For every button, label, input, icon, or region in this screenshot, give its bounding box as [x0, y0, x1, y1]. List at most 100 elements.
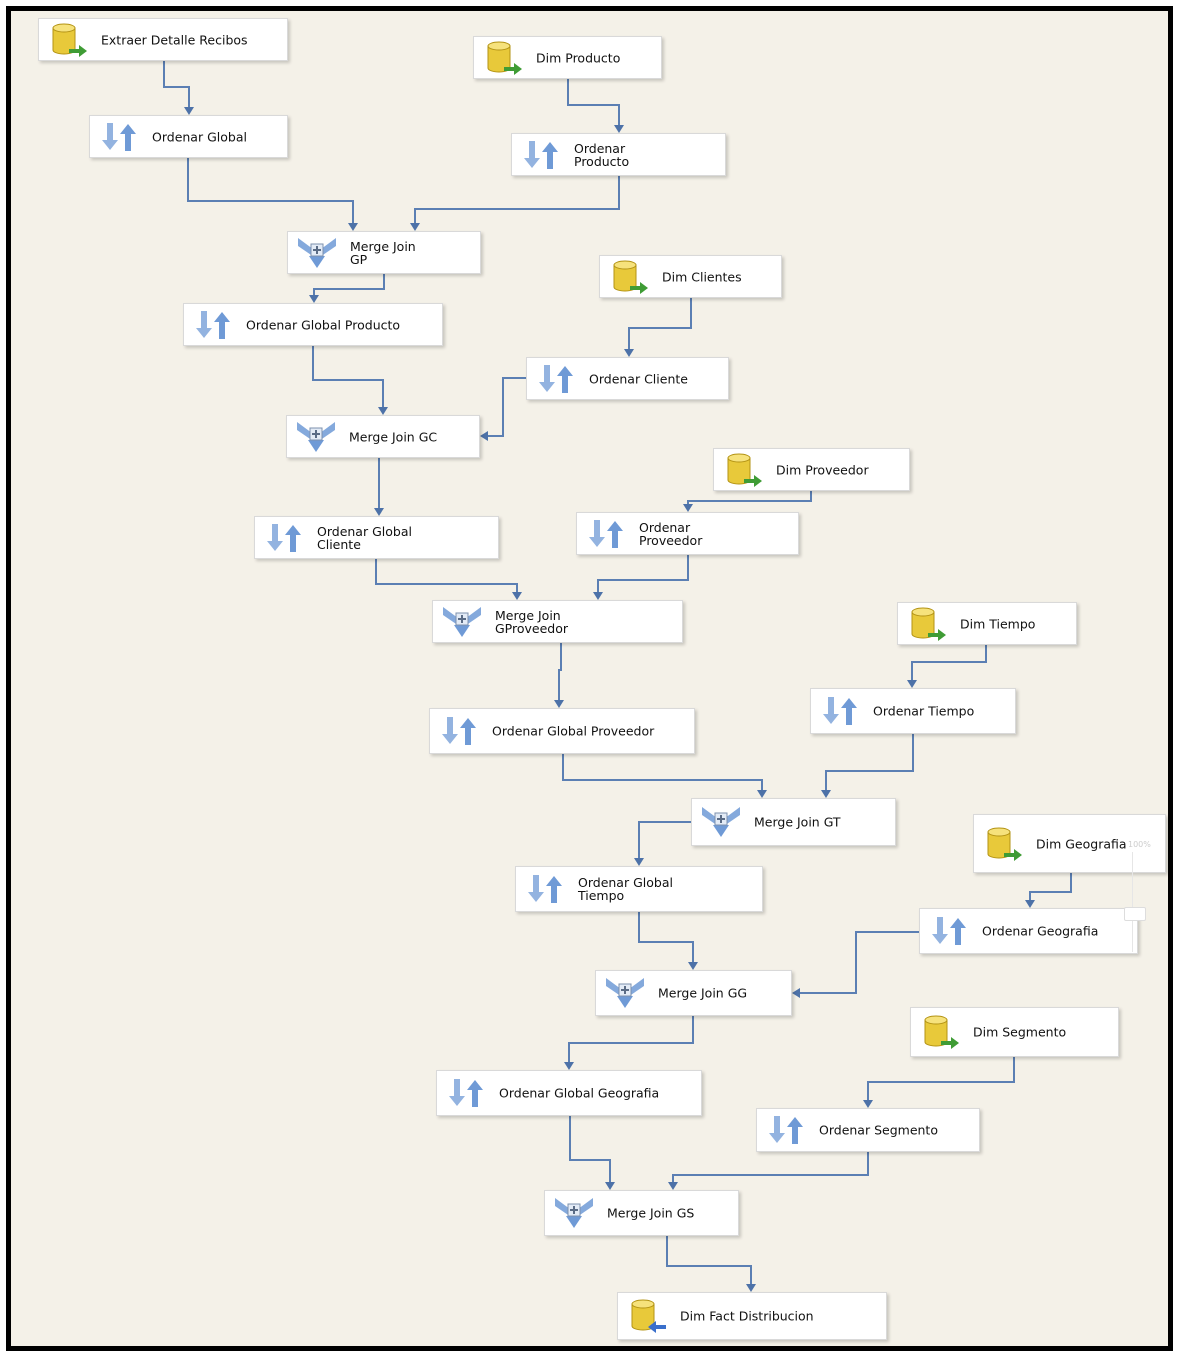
connector-arrowhead — [634, 858, 644, 866]
connector-line[interactable] — [567, 79, 620, 131]
connector-arrowhead — [863, 1100, 873, 1108]
connector-line[interactable] — [638, 912, 694, 968]
connector-line[interactable] — [638, 821, 691, 864]
connector-line[interactable] — [867, 1057, 1015, 1106]
connector-line[interactable] — [163, 61, 190, 113]
connector-line[interactable] — [1029, 873, 1072, 906]
node-source[interactable]: Dim Tiempo — [897, 602, 1077, 645]
connector-arrowhead — [378, 407, 388, 415]
node-label: Merge Join GC — [349, 429, 438, 444]
merge-join-icon — [295, 418, 337, 456]
connector-arrowhead — [184, 107, 194, 115]
connector-arrowhead — [348, 223, 358, 231]
node-sort[interactable]: Ordenar Global Producto — [183, 303, 443, 346]
sort-icon — [445, 1074, 487, 1112]
connector-arrowhead — [593, 592, 603, 600]
connector-line[interactable] — [911, 645, 987, 686]
node-label: Dim Clientes — [662, 269, 742, 284]
merge-join-icon — [700, 803, 742, 841]
connector-line[interactable] — [825, 734, 914, 796]
connector-line[interactable] — [597, 555, 689, 598]
connector-line[interactable] — [312, 346, 384, 413]
node-sort[interactable]: Ordenar Global Geografia — [436, 1070, 702, 1116]
database-source-icon — [906, 605, 948, 643]
sort-icon — [524, 870, 566, 908]
node-label: Dim Tiempo — [960, 616, 1036, 631]
node-label: Ordenar Cliente — [589, 371, 688, 386]
node-merge[interactable]: Merge Join GC — [286, 415, 480, 458]
database-source-icon — [482, 39, 524, 77]
connector-arrowhead — [374, 508, 384, 516]
node-sort[interactable]: Ordenar Segmento — [756, 1108, 980, 1152]
sort-icon — [98, 118, 140, 156]
sort-icon — [438, 712, 480, 750]
node-sort[interactable]: Ordenar Cliente — [526, 357, 729, 400]
connector-line[interactable] — [558, 643, 562, 706]
connector-line[interactable] — [568, 1016, 694, 1068]
zoom-slider-handle[interactable] — [1124, 907, 1146, 921]
node-merge[interactable]: Merge Join GG — [595, 970, 792, 1016]
node-label: Merge Join GG — [658, 985, 748, 1001]
node-destination[interactable]: Dim Fact Distribucion — [617, 1292, 887, 1340]
node-label: Ordenar Global Cliente — [317, 523, 412, 552]
connector-line[interactable] — [482, 377, 526, 437]
connector-line[interactable] — [187, 158, 354, 229]
node-sort[interactable]: Ordenar Tiempo — [810, 688, 1016, 734]
node-label: Dim Proveedor — [776, 462, 869, 477]
node-sort[interactable]: Ordenar Global Tiempo — [515, 866, 763, 912]
node-sort[interactable]: Ordenar Producto — [511, 133, 726, 176]
node-sort[interactable]: Ordenar Global Cliente — [254, 516, 499, 559]
connectors — [163, 61, 1072, 1292]
merge-join-icon — [296, 234, 338, 272]
connector-arrowhead — [746, 1284, 756, 1292]
merge-join-icon — [553, 1194, 595, 1232]
node-source[interactable]: Dim Segmento — [910, 1007, 1119, 1057]
connector-arrowhead — [757, 790, 767, 798]
zoom-level-label: 100% — [1128, 840, 1151, 849]
node-label: Dim Segmento — [973, 1024, 1067, 1040]
connector-line[interactable] — [794, 931, 919, 994]
sort-icon — [263, 519, 305, 557]
connector-arrowhead — [309, 295, 319, 303]
database-source-icon — [47, 21, 89, 59]
connector-line[interactable] — [687, 489, 812, 510]
node-merge[interactable]: Merge Join GT — [691, 798, 896, 846]
connector-arrowhead — [512, 592, 522, 600]
database-source-icon — [722, 451, 764, 489]
node-sort[interactable]: Ordenar Proveedor — [576, 512, 799, 555]
sort-icon — [928, 912, 970, 950]
connector-line[interactable] — [666, 1236, 752, 1290]
merge-join-icon — [604, 974, 646, 1012]
node-label: Merge Join GS — [607, 1205, 695, 1221]
node-label: Merge Join GP — [350, 238, 416, 267]
node-label: Merge Join GT — [754, 814, 841, 830]
connector-line[interactable] — [569, 1116, 611, 1188]
connector-line[interactable] — [562, 754, 763, 796]
connector-arrowhead — [554, 700, 564, 708]
sort-icon — [520, 136, 562, 174]
zoom-slider-track[interactable] — [1132, 852, 1141, 952]
connector-line[interactable] — [375, 559, 518, 598]
node-source[interactable]: Dim Proveedor — [713, 448, 910, 491]
node-source[interactable]: Dim Clientes — [599, 255, 782, 298]
connector-line[interactable] — [628, 298, 692, 355]
connector-line[interactable] — [672, 1152, 869, 1188]
node-source[interactable]: Extraer Detalle Recibos — [38, 18, 288, 61]
node-merge[interactable]: Merge Join GS — [544, 1190, 739, 1236]
node-source[interactable]: Dim Geografia — [973, 814, 1166, 873]
connector-arrowhead — [668, 1182, 678, 1190]
node-sort[interactable]: Ordenar Global — [89, 115, 288, 158]
node-label: Merge Join GProveedor — [495, 607, 569, 636]
node-label: Ordenar Segmento — [819, 1122, 938, 1138]
node-source[interactable]: Dim Producto — [473, 36, 662, 79]
node-sort[interactable]: Ordenar Geografia — [919, 908, 1138, 954]
node-label: Extraer Detalle Recibos — [101, 32, 248, 47]
node-sort[interactable]: Ordenar Global Proveedor — [429, 708, 695, 754]
node-merge[interactable]: Merge Join GProveedor — [432, 600, 683, 643]
sort-icon — [819, 692, 861, 730]
connector-line[interactable] — [313, 274, 385, 301]
connector-line[interactable] — [414, 176, 620, 229]
node-merge[interactable]: Merge Join GP — [287, 231, 481, 274]
merge-join-icon — [441, 603, 483, 641]
